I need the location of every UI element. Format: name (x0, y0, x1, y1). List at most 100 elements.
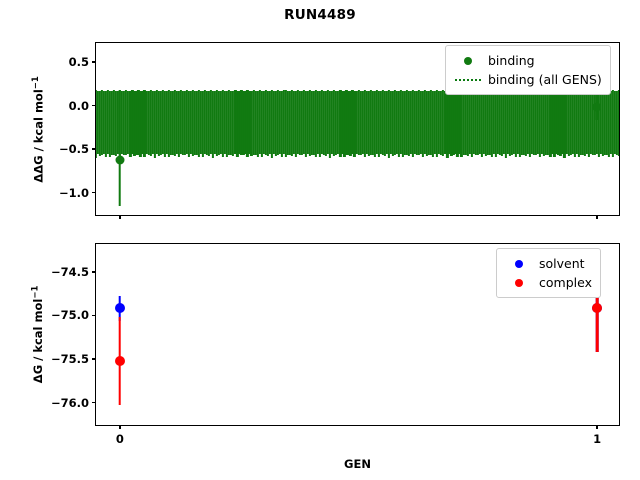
circle-marker-icon (453, 56, 483, 65)
binding-all-gens-errorbar (581, 90, 584, 155)
binding-all-gens-errorbar (597, 91, 600, 158)
binding-all-gens-errorbar (234, 90, 237, 154)
binding-all-gens-errorbar (113, 90, 116, 155)
binding-all-gens-errorbar (533, 90, 536, 156)
binding-all-gens-errorbar (135, 90, 138, 155)
binding-all-gens-errorbar (446, 90, 449, 158)
dotted-line-marker-icon (453, 78, 483, 81)
y-tick-label: −75.5 (50, 352, 89, 367)
binding-all-gens-errorbar (189, 90, 192, 154)
binding-data-point (115, 155, 125, 165)
binding-all-gens-errorbar (595, 90, 598, 155)
binding-all-gens-errorbar (373, 90, 376, 157)
binding-all-gens-errorbar (450, 90, 453, 156)
binding-all-gens-errorbar (565, 90, 568, 155)
binding-all-gens-errorbar (323, 91, 326, 156)
binding-all-gens-errorbar (355, 90, 358, 155)
y-tick-mark (92, 104, 96, 107)
complex-data-point (114, 355, 125, 366)
binding-all-gens-errorbar (98, 90, 102, 156)
binding-all-gens-errorbar (333, 90, 336, 156)
binding-all-gens-errorbar (385, 90, 388, 155)
binding-all-gens-errorbar (365, 90, 368, 154)
binding-all-gens-errorbar (347, 91, 350, 155)
binding-all-gens-errorbar (403, 90, 407, 155)
binding-all-gens-errorbar (569, 90, 572, 156)
binding-all-gens-errorbar (262, 91, 265, 155)
binding-all-gens-errorbar (290, 90, 293, 157)
binding-all-gens-errorbar (371, 90, 374, 155)
binding-all-gens-errorbar (587, 90, 590, 158)
binding-all-gens-errorbar (393, 90, 396, 156)
binding-all-gens-errorbar (422, 90, 425, 158)
binding-all-gens-errorbar (137, 90, 140, 155)
legend-label-binding: binding (488, 53, 535, 68)
binding-all-gens-errorbar (197, 90, 201, 157)
binding-all-gens-errorbar (212, 90, 215, 158)
binding-all-gens-errorbar (171, 90, 174, 155)
binding-all-gens-errorbar (127, 90, 130, 155)
binding-all-gens-errorbar (492, 90, 495, 154)
binding-all-gens-errorbar (312, 90, 316, 155)
binding-all-gens-errorbar (321, 90, 324, 155)
binding-all-gens-errorbar (436, 90, 439, 157)
binding-all-gens-errorbar (605, 90, 608, 155)
binding-all-gens-errorbar (498, 90, 501, 156)
binding-all-gens-errorbar (369, 90, 372, 155)
binding-all-gens-errorbar (545, 90, 548, 155)
binding-all-gens-errorbar (300, 90, 304, 156)
binding-all-gens-errorbar (177, 90, 180, 158)
y-tick-mark (92, 358, 96, 360)
binding-all-gens-errorbar (201, 90, 205, 157)
binding-all-gens-errorbar (401, 90, 405, 157)
binding-all-gens-errorbar (399, 90, 402, 154)
dg-ylabel-text: ΔG / kcal mol (31, 298, 46, 384)
binding-all-gens-errorbar (129, 90, 132, 158)
binding-all-gens-errorbar (141, 90, 144, 154)
dg-ylabel-exponent: −1 (30, 285, 41, 299)
binding-all-gens-errorbar (537, 90, 540, 155)
x-tick-mark (596, 425, 598, 429)
binding-all-gens-errorbar (143, 90, 146, 157)
legend-item-solvent: solvent (504, 254, 592, 273)
binding-all-gens-errorbar (520, 90, 524, 155)
binding-all-gens-errorbar (543, 90, 546, 157)
binding-all-gens-errorbar (286, 91, 289, 155)
binding-all-gens-errorbar (442, 90, 445, 156)
binding-all-gens-errorbar (244, 91, 247, 155)
binding-all-gens-errorbar (256, 91, 259, 157)
binding-all-gens-errorbar (480, 90, 483, 158)
binding-all-gens-errorbar (577, 90, 580, 157)
binding-all-gens-errorbar (391, 90, 394, 156)
binding-all-gens-errorbar (105, 90, 108, 157)
binding-all-gens-errorbar (367, 90, 370, 157)
binding-legend: binding binding (all GENS) (445, 45, 611, 95)
binding-all-gens-errorbar (147, 90, 150, 156)
binding-all-gens-errorbar (472, 89, 475, 155)
binding-all-gens-errorbar (448, 90, 451, 155)
binding-all-gens-errorbar (539, 90, 542, 158)
binding-all-gens-errorbar (494, 90, 497, 157)
x-axis-label: GEN (344, 457, 371, 471)
binding-all-gens-errorbar (248, 90, 251, 154)
binding-all-gens-errorbar (561, 90, 564, 155)
binding-all-gens-errorbar (464, 90, 467, 155)
binding-all-gens-errorbar (236, 90, 239, 158)
binding-all-gens-errorbar (199, 90, 203, 154)
binding-all-gens-errorbar (555, 90, 558, 155)
binding-all-gens-errorbar (468, 90, 471, 154)
binding-all-gens-errorbar (482, 90, 485, 154)
binding-all-gens-errorbar (187, 90, 190, 158)
x-tick-mark (119, 215, 121, 219)
y-tick-label: 0.0 (68, 98, 89, 113)
legend-label-binding-all-gens: binding (all GENS) (488, 72, 602, 87)
binding-all-gens-errorbar (288, 90, 291, 155)
binding-all-gens-errorbar (484, 90, 487, 157)
binding-all-gens-errorbar (133, 90, 136, 157)
binding-all-gens-errorbar (486, 90, 489, 155)
binding-all-gens-errorbar (169, 90, 172, 155)
binding-all-gens-errorbar (304, 91, 308, 158)
binding-all-gens-errorbar (329, 91, 332, 158)
y-tick-label: −76.0 (50, 395, 89, 410)
binding-all-gens-errorbar (195, 90, 199, 155)
